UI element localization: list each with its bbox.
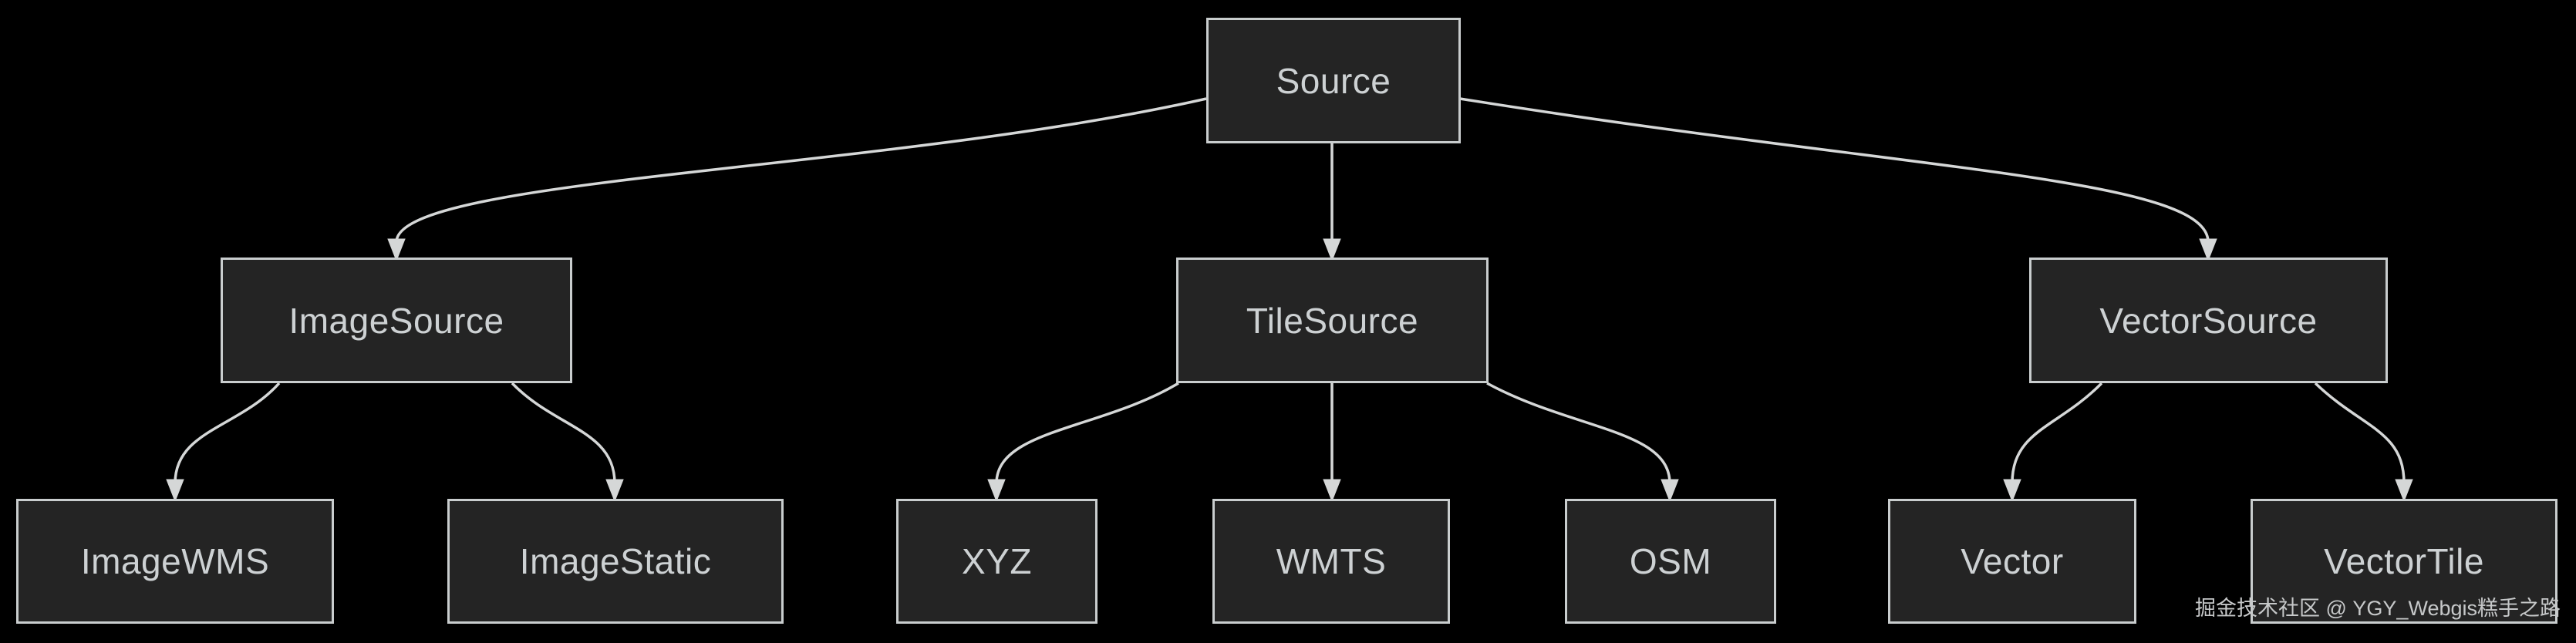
edge-imagesource-imagestatic <box>511 382 616 484</box>
arrowhead-osm <box>1661 479 1679 503</box>
node-source: Source <box>1206 18 1461 143</box>
node-vectorsource: VectorSource <box>2029 258 2388 383</box>
node-label: ImageStatic <box>519 541 712 581</box>
edge-vectorsource-vector <box>2011 382 2103 484</box>
node-label: VectorTile <box>2324 541 2484 581</box>
arrowhead-imagestatic <box>605 479 624 503</box>
arrowhead-vectortile <box>2395 479 2413 503</box>
edge-tilesource-osm <box>1486 382 1671 484</box>
arrowhead-wmts <box>1323 479 1341 503</box>
node-label: ImageSource <box>288 300 504 341</box>
node-vectortile: VectorTile <box>2251 499 2557 624</box>
node-wmts: WMTS <box>1212 499 1450 624</box>
arrowhead-imagewms <box>166 479 184 503</box>
watermark-text: 掘金技术社区 @ YGY_Webgis糕手之路 <box>2195 597 2561 620</box>
node-label: TileSource <box>1246 300 1419 341</box>
node-imagewms: ImageWMS <box>16 499 334 624</box>
node-xyz: XYZ <box>896 499 1097 624</box>
edge-tilesource-xyz <box>995 382 1179 484</box>
edge-imagesource-imagewms <box>174 382 281 484</box>
edge-source-vectorsource <box>1459 97 2210 243</box>
node-imagesource: ImageSource <box>221 258 572 383</box>
node-tilesource: TileSource <box>1176 258 1489 383</box>
arrowhead-imagesource <box>387 238 406 262</box>
node-label: Source <box>1276 60 1391 101</box>
node-osm: OSM <box>1565 499 1776 624</box>
node-imagestatic: ImageStatic <box>447 499 784 624</box>
arrowhead-vectorsource <box>2199 238 2217 262</box>
node-label: WMTS <box>1276 541 1387 581</box>
node-label: XYZ <box>962 541 1032 581</box>
edge-source-imagesource <box>395 97 1207 243</box>
arrowhead-vector <box>2003 479 2021 503</box>
node-vector: Vector <box>1888 499 2136 624</box>
arrowhead-xyz <box>987 479 1006 503</box>
node-label: Vector <box>1961 541 2064 581</box>
node-label: OSM <box>1629 541 1712 581</box>
arrowhead-tilesource <box>1323 238 1341 262</box>
node-label: VectorSource <box>2099 300 2318 341</box>
node-label: ImageWMS <box>80 541 270 581</box>
edge-vectorsource-vectortile <box>2314 382 2406 484</box>
